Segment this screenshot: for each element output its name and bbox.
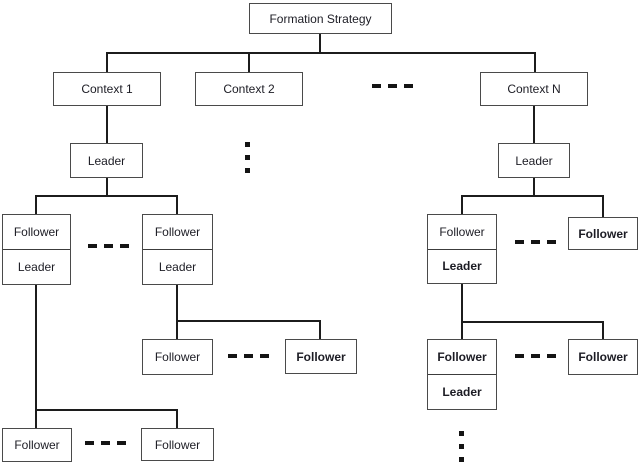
connector-line — [461, 284, 463, 340]
node-follower-leader-r1: Follower Leader — [427, 214, 497, 284]
node-follower-mid-left: Follower — [142, 339, 213, 375]
vertical-ellipsis-icon — [245, 142, 250, 173]
node-label: Context N — [507, 82, 561, 96]
node-follower-right-top: Follower — [568, 217, 638, 250]
connector-line — [106, 177, 108, 196]
connector-line — [534, 52, 536, 73]
connector-line — [602, 195, 604, 218]
leader-cell: Leader — [428, 248, 496, 284]
connector-line — [319, 33, 321, 53]
follower-cell: Follower — [428, 215, 496, 249]
connector-line — [35, 409, 178, 411]
connector-line — [176, 409, 178, 429]
node-label: Follower — [14, 438, 60, 452]
follower-cell: Follower — [428, 340, 496, 374]
connector-line — [461, 195, 463, 215]
leader-cell: Leader — [3, 249, 70, 284]
node-label: Follower — [13, 225, 60, 239]
horizontal-ellipsis-icon — [372, 84, 413, 88]
node-follower-right-low: Follower — [568, 339, 638, 375]
node-label: Follower — [578, 226, 628, 241]
node-label: Leader — [515, 153, 553, 168]
node-follower-mid-right: Follower — [285, 339, 357, 374]
horizontal-ellipsis-icon — [88, 244, 129, 248]
vertical-ellipsis-icon — [459, 431, 464, 462]
node-leader-right: Leader — [498, 143, 570, 178]
node-follower-bottom-2: Follower — [141, 428, 214, 461]
node-label: Follower — [154, 437, 201, 452]
node-label: Follower — [578, 350, 628, 364]
node-leader-left: Leader — [70, 143, 143, 178]
node-label: Context 2 — [223, 82, 275, 96]
node-label: Follower — [437, 350, 487, 364]
horizontal-ellipsis-icon — [515, 240, 556, 244]
leader-cell: Leader — [143, 249, 212, 284]
connector-line — [176, 320, 321, 322]
connector-line — [461, 195, 604, 197]
node-follower-bottom-1: Follower — [2, 428, 72, 462]
horizontal-ellipsis-icon — [228, 354, 269, 358]
connector-line — [461, 321, 604, 323]
node-label: Leader — [17, 260, 56, 274]
follower-cell: Follower — [3, 215, 70, 249]
connector-line — [35, 284, 37, 429]
horizontal-ellipsis-icon — [85, 441, 126, 445]
horizontal-ellipsis-icon — [515, 354, 556, 358]
leader-cell: Leader — [428, 374, 496, 409]
node-label: Leader — [442, 259, 482, 274]
node-follower-leader-l2: Follower Leader — [142, 214, 213, 285]
node-label: Follower — [296, 349, 346, 364]
connector-line — [35, 195, 37, 215]
connector-line — [176, 284, 178, 340]
node-label: Leader — [158, 260, 197, 274]
node-formation-strategy: Formation Strategy — [249, 3, 392, 34]
connector-line — [35, 195, 178, 197]
connector-line — [602, 321, 604, 340]
node-label: Follower — [154, 225, 201, 239]
node-context-1: Context 1 — [53, 72, 161, 106]
node-label: Context 1 — [81, 82, 133, 96]
connector-line — [106, 105, 108, 144]
node-follower-leader-r2: Follower Leader — [427, 339, 497, 410]
connector-line — [176, 195, 178, 215]
node-context-n: Context N — [480, 72, 588, 106]
connector-line — [533, 105, 535, 144]
node-context-2: Context 2 — [195, 72, 303, 106]
node-label: Follower — [154, 350, 201, 364]
node-label: Leader — [87, 153, 126, 168]
connector-line — [106, 52, 536, 54]
node-follower-leader-l1: Follower Leader — [2, 214, 71, 285]
node-label: Formation Strategy — [269, 11, 372, 26]
node-label: Follower — [439, 224, 485, 239]
connector-line — [106, 52, 108, 73]
follower-cell: Follower — [143, 215, 212, 249]
connector-line — [248, 52, 250, 73]
connector-line — [533, 177, 535, 196]
connector-line — [319, 320, 321, 340]
node-label: Leader — [442, 385, 482, 399]
